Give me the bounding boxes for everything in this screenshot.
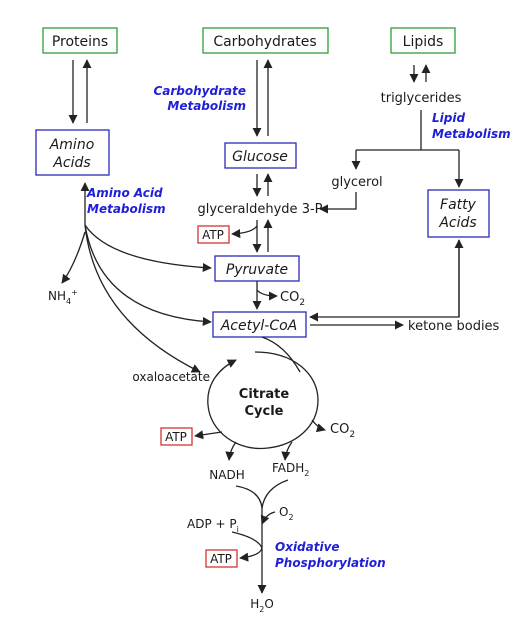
acetyl-coa-label: Acetyl-CoA — [220, 318, 298, 334]
lipids-box: Lipids — [390, 27, 456, 54]
pyruvate-label: Pyruvate — [226, 262, 288, 278]
atp-label-1: ATP — [202, 228, 224, 242]
fatty-acids-box: Fatty Acids — [427, 189, 490, 238]
carbohydrates-label: Carbohydrates — [213, 34, 316, 50]
cycle-fadh-arrow — [281, 441, 293, 461]
glucose-box: Glucose — [224, 142, 297, 169]
nh4-label: NH4+ — [48, 288, 78, 306]
fatty-to-acetyl-arrow — [309, 240, 460, 322]
o2-label: O2 — [279, 505, 294, 522]
cycle-nadh-arrow — [225, 441, 237, 461]
atp-2-arrow — [194, 430, 223, 440]
nadh-label: NADH — [209, 468, 244, 482]
amino-metabolism-label-1: Amino Acid — [86, 186, 163, 200]
citrate-cycle-label-1: Citrate — [239, 387, 290, 402]
acetyl-to-cycle-line — [261, 336, 301, 373]
amino-acids-box: Amino Acids — [35, 129, 110, 176]
fadh2-label: FADH2 — [272, 461, 309, 478]
lipid-metabolism-label-1: Lipid — [432, 111, 465, 125]
lipid-metabolism-label-2: Metabolism — [432, 127, 511, 141]
atp-box-2: ATP — [160, 427, 193, 446]
carb-metabolism-label-2: Metabolism — [167, 99, 246, 113]
fatty-acids-label-1: Fatty — [440, 197, 477, 213]
amino-to-oxaloacetate-arrow — [84, 224, 201, 373]
cycle-co2-arrow — [311, 419, 326, 433]
oxaloacetate-label: oxaloacetate — [132, 370, 210, 384]
citrate-cycle-arrow — [207, 351, 319, 450]
h2o-label: H2O — [250, 597, 274, 614]
adp-to-oxphos-line — [231, 531, 263, 549]
carb-metabolism-label-1: Carbohydrate — [153, 84, 246, 98]
atp-box-3: ATP — [205, 549, 238, 568]
oxphos-label-2: Phosphorylation — [275, 556, 386, 570]
pyruvate-box: Pyruvate — [214, 255, 300, 282]
acetyl-coa-box: Acetyl-CoA — [212, 311, 307, 338]
amino-to-pyruvate-arrow — [84, 224, 212, 273]
atp-label-2: ATP — [165, 430, 187, 444]
triglycerides-label: triglycerides — [381, 91, 462, 106]
atp-1-arrow — [231, 225, 258, 239]
oxphos-label-1: Oxidative — [275, 540, 340, 554]
amino-to-nh4-arrow — [61, 231, 86, 284]
oxphos-atp-arrow — [239, 547, 263, 562]
citrate-cycle-label-2: Cycle — [245, 404, 284, 419]
o2-in-arrow — [260, 511, 276, 525]
pyruvate-co2-arrow — [256, 289, 278, 301]
amino-acids-label-2: Acids — [52, 155, 90, 171]
co2-label-1: CO2 — [280, 290, 305, 308]
adp-pi-label: ADP + Pi — [187, 517, 239, 534]
amino-acids-label-1: Amino — [49, 137, 95, 153]
fadh-to-oxphos-line — [261, 479, 289, 509]
nadh-to-oxphos-line — [235, 485, 263, 509]
atp-box-1: ATP — [197, 225, 230, 244]
lipids-label: Lipids — [403, 34, 444, 50]
g3p-label: glyceraldehyde 3-P — [198, 202, 323, 217]
amino-to-acetyl-arrow — [84, 224, 212, 327]
atp-label-3: ATP — [210, 552, 232, 566]
glucose-label: Glucose — [232, 149, 288, 165]
glycerol-to-g3p-arrow — [319, 192, 357, 214]
glycerol-label: glycerol — [331, 175, 382, 190]
ketone-bodies-label: ketone bodies — [408, 319, 500, 334]
carbohydrates-box: Carbohydrates — [202, 27, 329, 54]
co2-label-2: CO2 — [330, 422, 355, 440]
proteins-box: Proteins — [42, 27, 118, 54]
proteins-label: Proteins — [52, 34, 108, 50]
amino-metabolism-label-2: Metabolism — [87, 202, 166, 216]
fatty-acids-label-2: Acids — [438, 215, 476, 231]
